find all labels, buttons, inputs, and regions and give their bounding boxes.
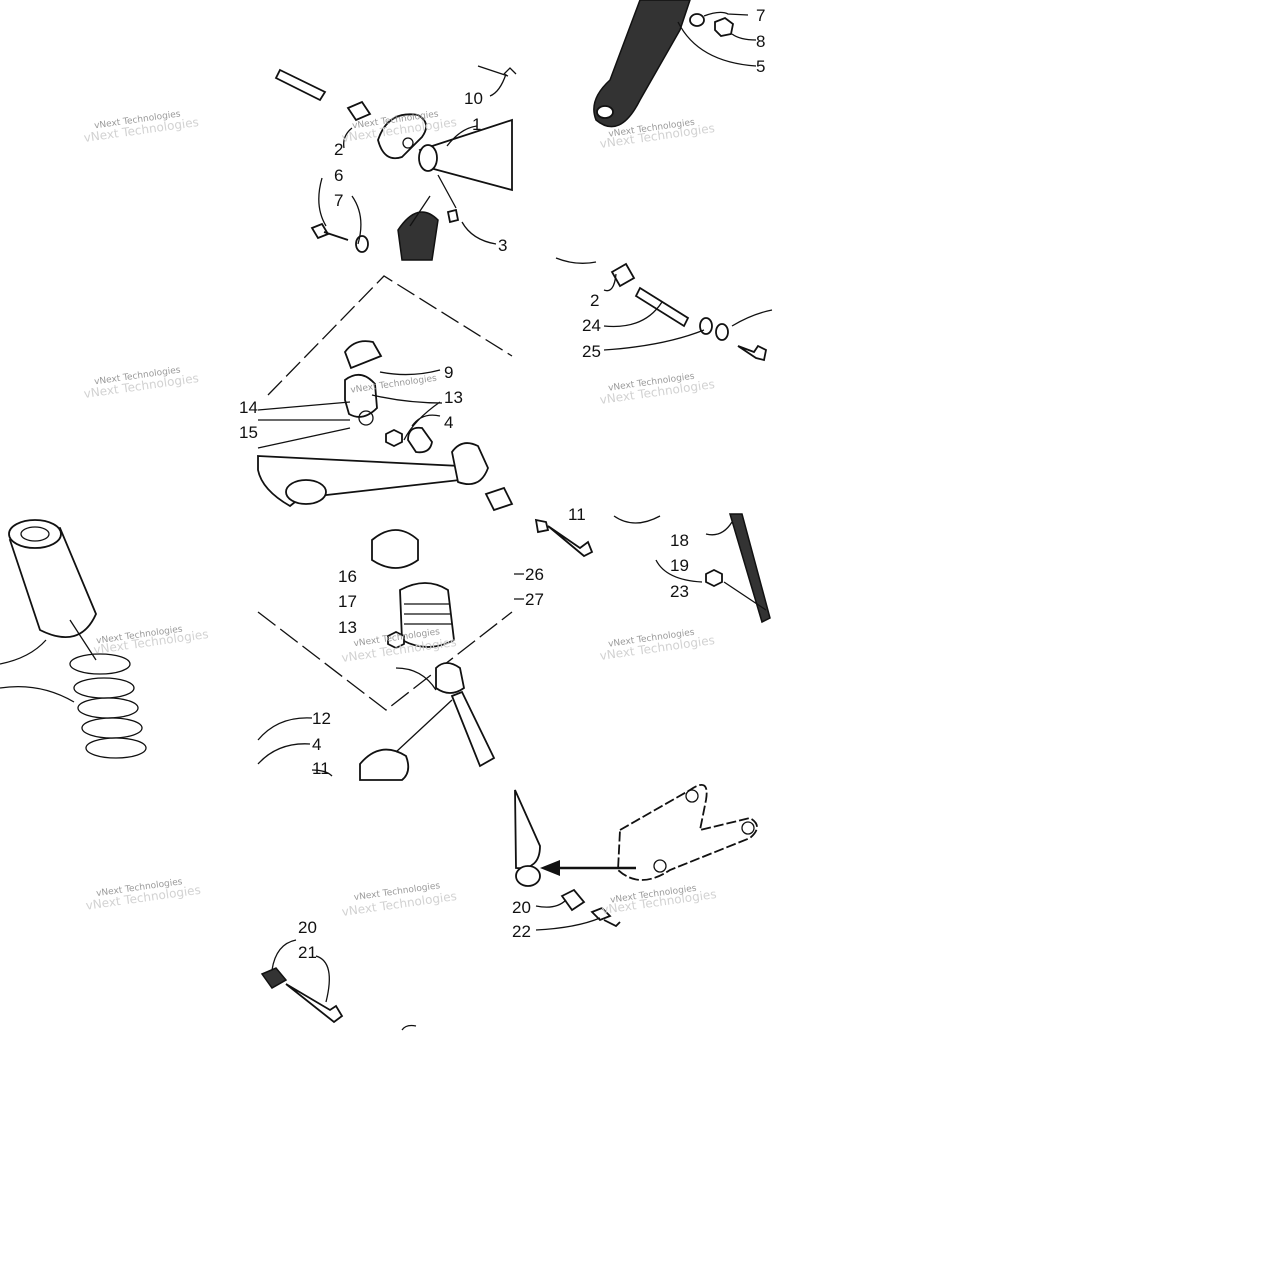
- tile-rocker-arm: [514, 783, 758, 931]
- callout-label: 7: [756, 6, 765, 25]
- shock-sleeve: [8, 526, 97, 639]
- callout-label: 20: [512, 898, 531, 917]
- callout-label: 2: [590, 291, 599, 310]
- bracket-part: [451, 442, 489, 486]
- washer-part: [355, 235, 369, 253]
- callout-label: 13: [338, 618, 357, 637]
- spanner-nut: [371, 529, 419, 569]
- clamp-half: [343, 340, 383, 370]
- bracket-part: [377, 113, 428, 160]
- callout-label: 3: [498, 236, 507, 255]
- callout-label: 27: [525, 590, 544, 609]
- bracket-part: [344, 374, 378, 418]
- callout-label: 4: [444, 413, 453, 432]
- tile-bolt-sleeve: [260, 939, 417, 1031]
- callout-label: 6: [334, 166, 343, 185]
- callout-label: 12: [312, 709, 331, 728]
- tile-bolt-assembly: [555, 257, 773, 362]
- shock-rod: [450, 690, 496, 768]
- callout-label: 13: [444, 388, 463, 407]
- pin-part: [274, 68, 327, 102]
- callout-label: 19: [670, 556, 689, 575]
- arm-part: [593, 0, 691, 128]
- callout-label: 18: [670, 531, 689, 550]
- set-screw: [446, 208, 460, 224]
- callout-label: 24: [582, 316, 601, 335]
- nut-part: [387, 630, 405, 650]
- bushing-part: [610, 262, 636, 288]
- tile-arm-nut: [593, 0, 757, 128]
- sleeve-part: [484, 486, 514, 512]
- a-arm-upper: [257, 401, 351, 449]
- bushing-part: [346, 100, 372, 122]
- bushing-part: [407, 426, 433, 454]
- rocker-arm: [617, 783, 758, 881]
- callout-label: 26: [525, 565, 544, 584]
- callout-labels: 10 1 2 6 7 3 7 8 5 9 14 13 15 4 2 24 25 …: [239, 6, 765, 962]
- callout-label: 4: [312, 735, 321, 754]
- callout-label: 23: [670, 582, 689, 601]
- callout-label: 14: [239, 398, 258, 417]
- nut-part: [385, 428, 403, 448]
- callout-label: 8: [756, 32, 765, 51]
- callout-label: 7: [334, 191, 343, 210]
- callout-label: 15: [239, 423, 258, 442]
- bolt-part: [285, 983, 344, 1024]
- nut-part: [705, 568, 723, 588]
- spring-seat: [359, 748, 410, 781]
- shock-body: [728, 513, 771, 624]
- callout-label: 9: [444, 363, 453, 382]
- washer-part: [699, 317, 713, 335]
- callout-label: 25: [582, 342, 601, 361]
- bolt-part: [534, 518, 594, 558]
- washer-part: [689, 13, 705, 27]
- callout-label: 10: [464, 89, 483, 108]
- cotter-pin: [477, 65, 517, 77]
- callout-label: 11: [312, 759, 330, 778]
- bushing-part: [435, 662, 465, 694]
- callout-label: 2: [334, 140, 343, 159]
- clamp-part: [397, 211, 439, 261]
- frame-corner: [514, 789, 541, 869]
- bushing-part: [560, 888, 586, 912]
- callout-label: 22: [512, 922, 531, 941]
- tile-shock-absorber: [0, 519, 147, 759]
- bolt-part: [737, 344, 768, 362]
- adjuster-sleeve: [399, 582, 455, 648]
- nut-part: [714, 16, 734, 37]
- callout-label: 1: [472, 115, 481, 134]
- tile-nut-rod: [534, 513, 771, 624]
- tile-axle-bracket: [274, 65, 517, 261]
- tile-spring-stack: [257, 529, 513, 781]
- callout-label: 21: [298, 943, 317, 962]
- callout-label: 17: [338, 592, 357, 611]
- bolt-part: [310, 222, 349, 241]
- callout-label: 16: [338, 567, 357, 586]
- sleeve-part: [260, 967, 288, 989]
- callout-label: 5: [756, 57, 765, 76]
- callout-label: 20: [298, 918, 317, 937]
- bolt-part: [590, 906, 621, 928]
- callout-label: 11: [568, 505, 586, 524]
- shock-spring: [69, 653, 147, 759]
- sleeve-part: [634, 286, 690, 328]
- tile-bracket-assembly: [257, 275, 514, 512]
- washer-part: [715, 323, 729, 341]
